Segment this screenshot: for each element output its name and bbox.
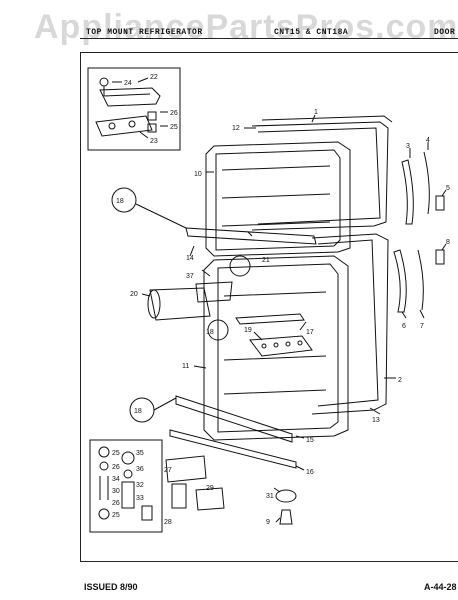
callout-10: 10 [194, 171, 202, 178]
callout-24: 24 [124, 80, 132, 87]
callout-23: 23 [150, 138, 158, 145]
hinge-bottom-plate [95, 111, 157, 137]
callout-4: 4 [426, 137, 430, 144]
callout-28: 28 [164, 519, 172, 526]
callout-34: 34 [112, 476, 120, 483]
callout-8: 8 [446, 239, 450, 246]
footer-issued-date: ISSUED 8/90 [84, 582, 138, 592]
callout-7: 7 [420, 323, 424, 330]
callout-17: 17 [306, 329, 314, 336]
hinge-pin [279, 509, 293, 525]
dairy-door [195, 281, 233, 303]
callout-32: 32 [136, 482, 144, 489]
callout-18-lower: 18 [134, 408, 142, 415]
freezer-shelf-bar [185, 227, 317, 245]
callout-25-lower: 25 [112, 512, 120, 519]
diagram-frame [80, 52, 458, 562]
butter-bin [149, 287, 211, 321]
callout-2: 2 [398, 377, 402, 384]
freezer-door-gasket [251, 121, 389, 231]
callout-18-upper: 18 [116, 198, 124, 205]
callout-26-top: 26 [170, 110, 178, 117]
door-shelf-16 [169, 429, 297, 469]
callout-26-lower: 26 [112, 500, 120, 507]
egg-tray [249, 335, 313, 357]
freezer-door-liner [205, 141, 351, 257]
callout-13: 13 [372, 417, 380, 424]
callout-27: 27 [164, 467, 172, 474]
detail-circle-upper [111, 187, 137, 213]
callout-35: 35 [136, 450, 144, 457]
callout-18-middle: 18 [206, 329, 214, 336]
header-rule [80, 38, 458, 39]
callout-21: 21 [262, 257, 270, 264]
fresh-food-door-gasket [311, 233, 389, 415]
header-model-type: TOP MOUNT REFRIGERATOR [86, 28, 203, 37]
callout-22: 22 [150, 74, 158, 81]
page-header: TOP MOUNT REFRIGERATOR CNT15 & CNT18A DO… [0, 0, 458, 40]
hinge-cap [275, 489, 297, 503]
callout-31: 31 [266, 493, 274, 500]
callout-19: 19 [244, 327, 252, 334]
callout-25-top: 25 [170, 124, 178, 131]
callout-30: 30 [112, 488, 120, 495]
callout-1: 1 [314, 109, 318, 116]
callout-6: 6 [402, 323, 406, 330]
fresh-food-handle [393, 249, 407, 313]
hardware-inset-box [89, 439, 163, 533]
callout-labels: 24 22 26 25 23 1 12 10 3 4 5 18 14 21 8 … [112, 74, 450, 526]
callout-11: 11 [182, 363, 189, 370]
callout-5: 5 [446, 185, 450, 192]
hinge-top-part [99, 77, 161, 107]
callout-20: 20 [130, 291, 138, 298]
door-shelf-15 [175, 395, 293, 443]
detail-circle-middle [207, 319, 229, 341]
header-section: DOOR [434, 28, 456, 37]
hinge-inset-box [87, 67, 181, 151]
callout-29: 29 [206, 485, 214, 492]
callout-36: 36 [136, 466, 144, 473]
freezer-handle [401, 159, 414, 225]
callout-16: 16 [306, 469, 314, 476]
callout-14: 14 [186, 255, 194, 262]
callout-3: 3 [406, 143, 410, 150]
callout-33: 33 [136, 495, 144, 502]
door-shelf-17 [235, 313, 305, 325]
callout-15: 15 [306, 437, 314, 444]
lower-hinge-bracket [165, 455, 207, 483]
callout-12: 12 [232, 125, 240, 132]
watermark: AppliancePartsPros.com [34, 8, 458, 46]
callout-9: 9 [266, 519, 270, 526]
callout-25-inset: 25 [112, 450, 120, 457]
callout-26-inset: 26 [112, 464, 120, 471]
header-model-number: CNT15 & CNT18A [274, 28, 349, 37]
detail-circle-21 [229, 255, 251, 277]
footer-page-code: A-44-28 [424, 582, 457, 592]
fresh-food-door-liner [203, 255, 349, 441]
callout-37: 37 [186, 273, 194, 280]
